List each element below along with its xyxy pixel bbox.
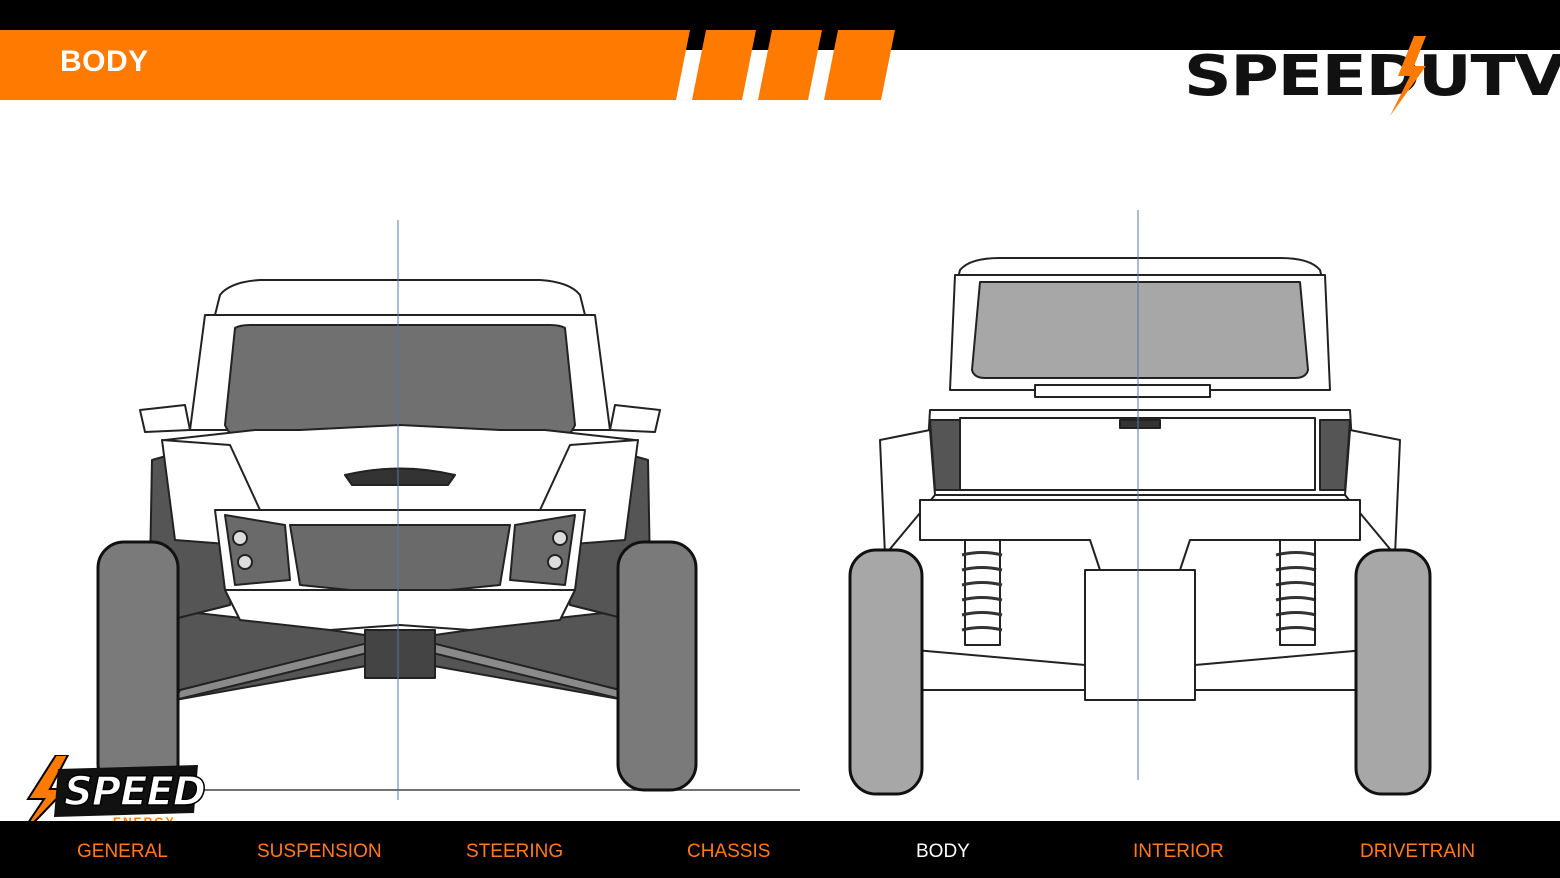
- rear-view-drawing: [848, 210, 1432, 796]
- footer-navigation: GENERAL SUSPENSION STEERING CHASSIS BODY…: [0, 821, 1560, 878]
- nav-item-body[interactable]: BODY: [916, 841, 970, 862]
- nav-item-drivetrain[interactable]: DRIVETRAIN: [1360, 841, 1476, 862]
- lightning-bolt-icon: [1390, 36, 1426, 116]
- energy-bolt-icon: [15, 754, 198, 842]
- nav-item-interior[interactable]: INTERIOR: [1133, 841, 1224, 862]
- speed-utv-logo: SPEED UTV: [1180, 36, 1560, 116]
- front-view-drawing: [60, 220, 800, 800]
- header-banner: [0, 30, 900, 100]
- utv-body-drawings: [60, 210, 1432, 800]
- nav-item-suspension[interactable]: SUSPENSION: [257, 841, 382, 862]
- logo-word-utv: UTV: [1418, 44, 1560, 109]
- nav-item-steering[interactable]: STEERING: [466, 841, 564, 862]
- nav-item-general[interactable]: GENERAL: [77, 841, 168, 862]
- nav-item-chassis[interactable]: CHASSIS: [687, 841, 771, 862]
- footer-logo-word: SPEED: [63, 768, 206, 816]
- logo-word-speed: SPEED: [1184, 44, 1420, 109]
- page-title: BODY: [60, 45, 149, 78]
